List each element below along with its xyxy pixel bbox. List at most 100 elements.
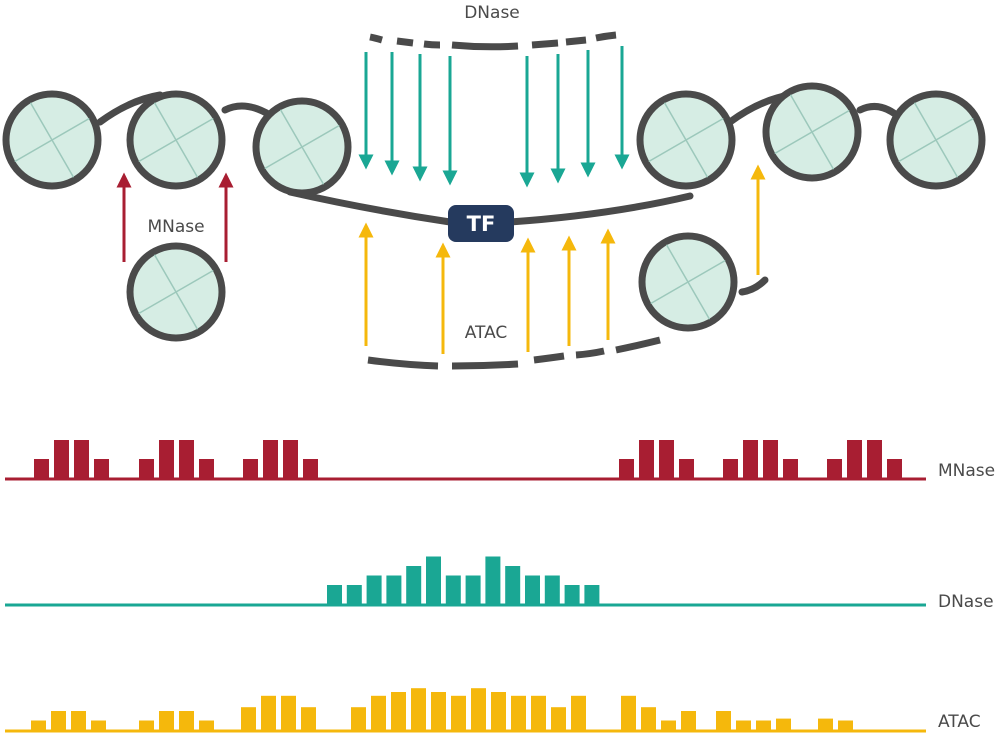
atac-bar	[351, 707, 366, 730]
atac-bar	[91, 720, 106, 730]
mnase-bar	[763, 440, 778, 478]
nucleosome-line	[29, 102, 75, 178]
atac-bar	[71, 711, 86, 730]
dnase-fragments	[369, 31, 617, 51]
atac-bar	[621, 695, 636, 730]
dnase-bar	[525, 575, 540, 604]
dna-fragment	[533, 352, 565, 364]
dna-fragment	[451, 41, 519, 51]
mnase-bar	[303, 459, 318, 478]
atac-bar	[199, 720, 214, 730]
dnase-label-top: DNase	[464, 3, 520, 23]
dnase-bar	[505, 566, 521, 604]
track-label-dnase: DNase	[938, 592, 994, 612]
mnase-arrows	[116, 172, 234, 262]
nucleosome	[252, 97, 352, 197]
dnase-bar	[366, 575, 382, 604]
atac-bar	[411, 688, 426, 730]
mnase-bar	[679, 459, 694, 478]
mnase-bar	[199, 459, 214, 478]
mnase-bar	[783, 459, 798, 478]
mnase-label-mid: MNase	[147, 217, 204, 237]
dna-fragment	[423, 40, 441, 49]
atac-bar	[179, 711, 194, 730]
atac-bar	[451, 695, 466, 730]
mnase-bar	[887, 459, 902, 478]
mnase-bar	[639, 440, 654, 478]
nucleosome-line	[279, 109, 325, 185]
track-label-mnase: MNase	[938, 461, 995, 481]
dnase-bar	[386, 575, 402, 604]
mnase-bar	[179, 440, 194, 478]
atac-bar	[491, 692, 506, 730]
mnase-bar	[723, 459, 738, 478]
mnase-bar	[619, 459, 634, 478]
atac-label-mid: ATAC	[465, 323, 508, 343]
nucleosome	[638, 232, 738, 332]
signal-tracks: MNase DNase ATAC	[5, 440, 995, 733]
atac-fragments	[367, 336, 661, 370]
dnase-bar	[544, 575, 560, 604]
dnase-bar	[485, 556, 501, 604]
mnase-bar	[743, 440, 758, 478]
nucleosome	[886, 90, 986, 190]
atac-bar	[531, 695, 546, 730]
dna-linker	[738, 276, 769, 296]
atac-bar	[301, 707, 316, 730]
atac-bar	[261, 695, 276, 730]
mnase-bar	[34, 459, 49, 478]
dnase-bar	[564, 585, 580, 604]
atac-bar	[471, 688, 486, 730]
mnase-bar	[827, 459, 842, 478]
atac-bar	[51, 711, 66, 730]
atac-bar	[756, 720, 771, 730]
atac-bar	[571, 695, 586, 730]
tf-protein: TF	[448, 205, 514, 242]
mnase-bar	[847, 440, 862, 478]
nucleosome	[636, 90, 736, 190]
mnase-bar	[283, 440, 298, 478]
atac-bar	[661, 720, 676, 730]
atac-bar	[139, 720, 154, 730]
nucleosome-line	[913, 102, 959, 178]
nucleosome-line	[663, 102, 709, 178]
dna-fragment	[615, 336, 661, 354]
atac-bar	[551, 707, 566, 730]
atac-bar	[31, 720, 46, 730]
dna-fragment	[396, 37, 414, 47]
dnase-bar	[426, 556, 441, 604]
atac-bar	[838, 720, 853, 730]
mnase-bar	[94, 459, 109, 478]
nucleosome	[762, 82, 862, 182]
dna-fragment	[565, 36, 587, 46]
atac-bar	[391, 692, 406, 730]
dna-linker	[221, 102, 274, 119]
mnase-bar	[243, 459, 258, 478]
nucleosome-line	[153, 102, 199, 178]
atac-bar	[431, 692, 446, 730]
atac-bar	[511, 695, 526, 730]
track-label-atac: ATAC	[938, 712, 981, 732]
tf-label: TF	[467, 212, 496, 236]
atac-arrows	[358, 164, 766, 354]
dnase-bar	[346, 585, 362, 604]
mnase-bar	[139, 459, 154, 478]
track-bars	[31, 440, 902, 730]
dna-fragment	[367, 356, 439, 370]
dna-linker-open	[506, 192, 694, 226]
mnase-bar	[263, 440, 278, 478]
nucleosome-line	[789, 94, 835, 170]
atac-bar	[716, 711, 731, 730]
nucleosome-group	[2, 82, 986, 342]
nucleosome-line	[665, 244, 711, 320]
dna-fragment	[369, 33, 383, 44]
atac-bar	[281, 695, 296, 730]
atac-bar	[641, 707, 656, 730]
mnase-bar	[54, 440, 69, 478]
dna-fragment	[531, 39, 559, 49]
dnase-bar	[465, 575, 481, 604]
mnase-bar	[659, 440, 674, 478]
atac-bar	[818, 718, 833, 730]
